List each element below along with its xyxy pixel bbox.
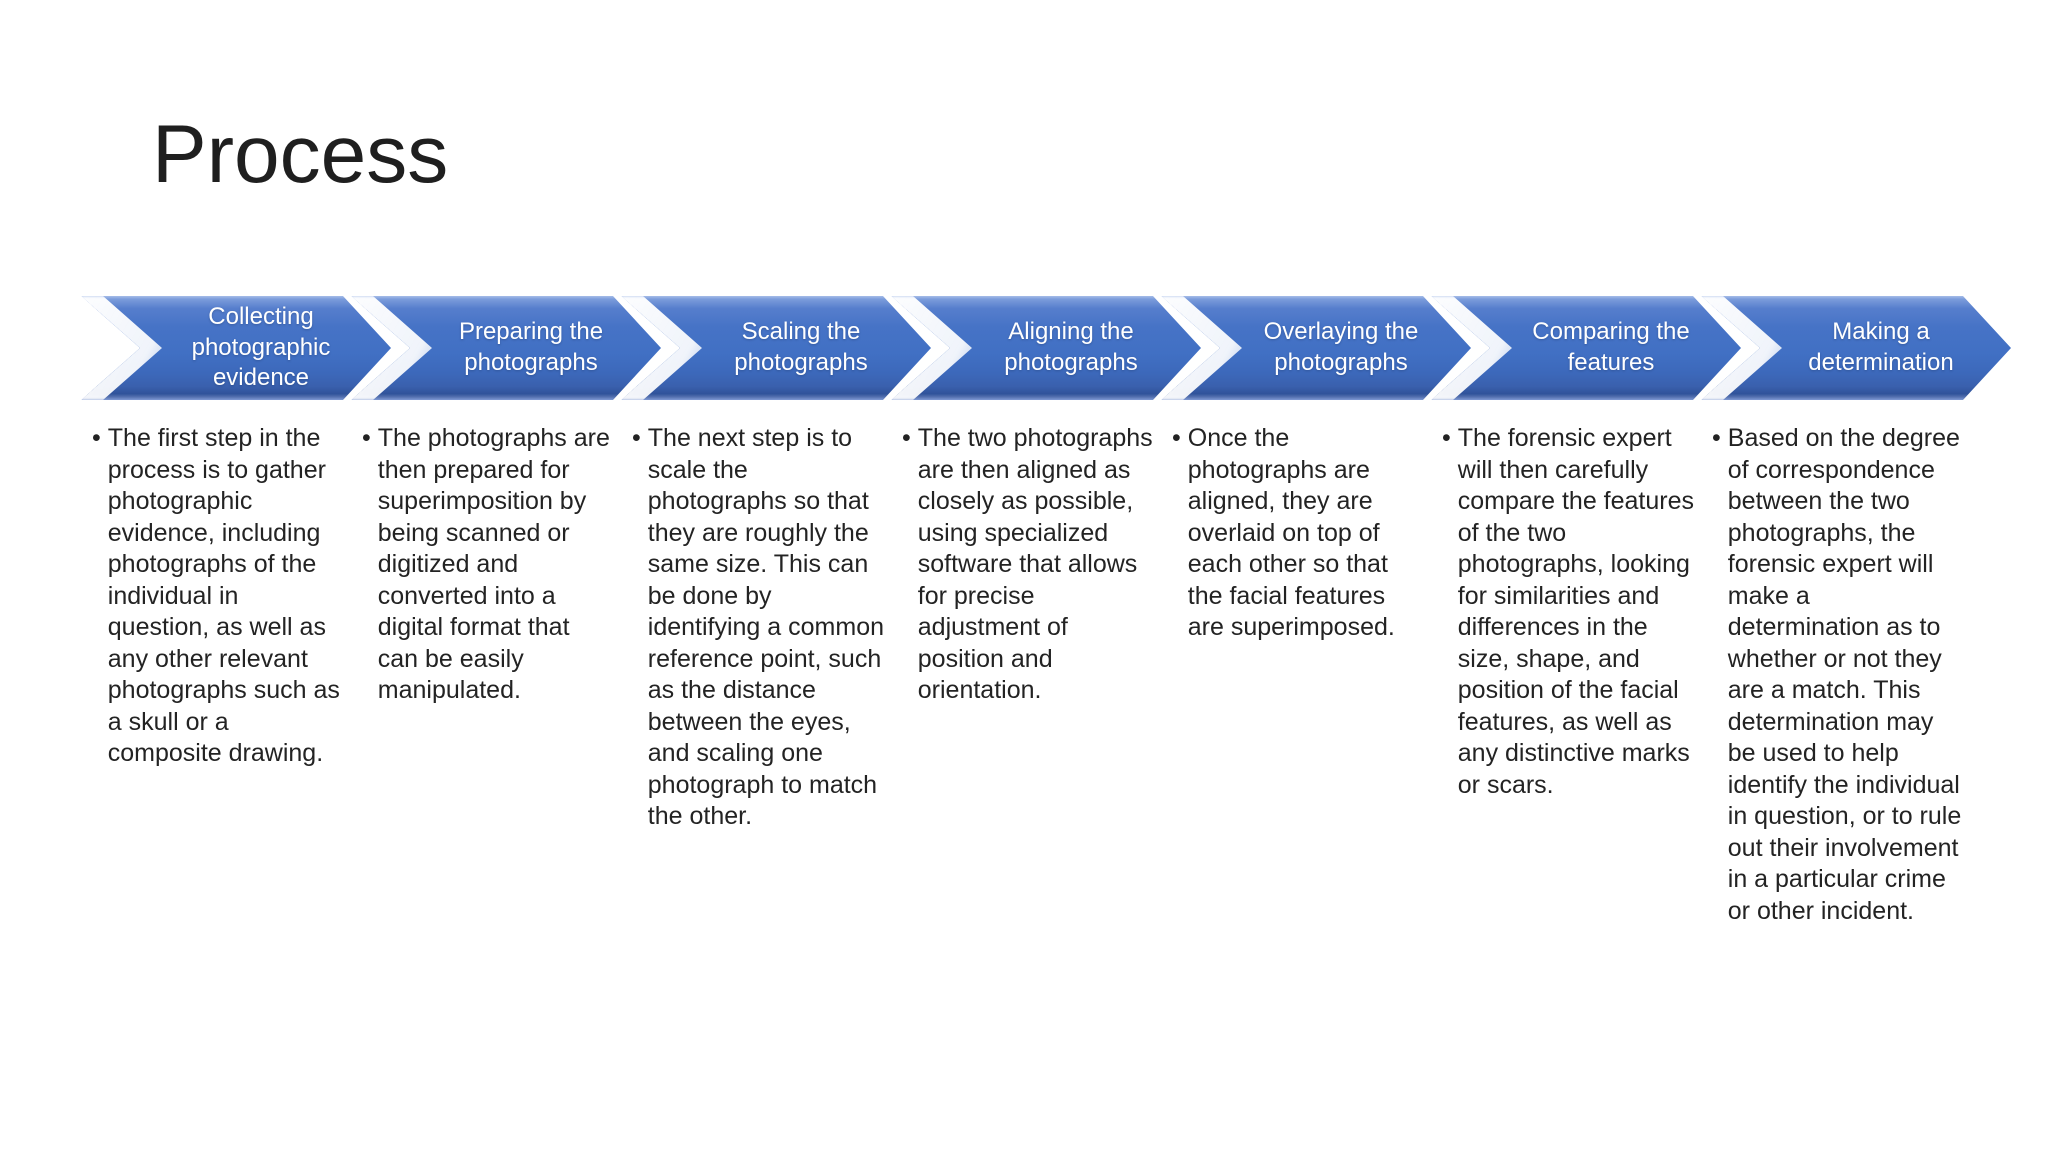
process-chevron: Preparing the photographs <box>346 291 676 405</box>
step-description-text: Once the photographs are aligned, they a… <box>1187 424 1395 641</box>
process-chevron: Scaling the photographs <box>616 291 946 405</box>
bullet-marker: • <box>92 424 101 452</box>
bullet-marker: • <box>1442 424 1451 452</box>
step-description-text: The photographs are then prepared for su… <box>377 424 610 704</box>
step-description: • Based on the degree of correspondence … <box>1712 423 1964 927</box>
process-chevron-row: Collecting photographic evidence Prepari… <box>0 291 2048 405</box>
process-chevron: Collecting photographic evidence <box>76 291 406 405</box>
chevron-label: Comparing the features <box>1532 318 1690 376</box>
chevron-label: Preparing the photographs <box>458 318 604 376</box>
bullet-marker: • <box>362 424 371 452</box>
page-title: Process <box>152 109 449 200</box>
chevron-label: Overlaying the photographs <box>1263 318 1419 376</box>
chevron-outline: Aligning the photographs <box>886 291 1204 405</box>
chevron-body: Making a determination <box>1701 296 2011 400</box>
process-chevron: Aligning the photographs <box>886 291 1216 405</box>
step-description-text: The first step in the process is to gath… <box>107 424 340 767</box>
bullet-marker: • <box>1172 424 1181 452</box>
chevron-outline: Collecting photographic evidence <box>76 291 394 405</box>
step-description: • The first step in the process is to ga… <box>92 423 344 770</box>
chevron-outline: Making a determination <box>1696 291 2014 405</box>
process-descriptions-row: • The first step in the process is to ga… <box>0 423 2048 1123</box>
chevron-label: Aligning the photographs <box>1004 318 1138 376</box>
chevron-label: Making a determination <box>1808 318 1954 376</box>
step-description-text: The forensic expert will then carefully … <box>1457 424 1695 799</box>
chevron-body: Overlaying the photographs <box>1161 296 1471 400</box>
step-description: • The forensic expert will then carefull… <box>1442 423 1694 801</box>
step-description: • The next step is to scale the photogra… <box>632 423 884 833</box>
chevron-outline: Overlaying the photographs <box>1156 291 1474 405</box>
chevron-body: Collecting photographic evidence <box>81 296 391 400</box>
chevron-label: Scaling the photographs <box>734 318 868 376</box>
process-chevron: Overlaying the photographs <box>1156 291 1486 405</box>
process-chevron: Making a determination <box>1696 291 2026 405</box>
step-description-text: The next step is to scale the photograph… <box>647 424 884 830</box>
bullet-marker: • <box>902 424 911 452</box>
step-description-text: Based on the degree of correspondence be… <box>1727 424 1962 925</box>
chevron-label: Collecting photographic evidence <box>191 302 331 392</box>
bullet-marker: • <box>632 424 641 452</box>
step-description: • The two photographs are then aligned a… <box>902 423 1154 707</box>
bullet-marker: • <box>1712 424 1721 452</box>
step-description: • Once the photographs are aligned, they… <box>1172 423 1424 644</box>
step-description-text: The two photographs are then aligned as … <box>917 424 1153 704</box>
process-chevron: Comparing the features <box>1426 291 1756 405</box>
step-description: • The photographs are then prepared for … <box>362 423 614 707</box>
